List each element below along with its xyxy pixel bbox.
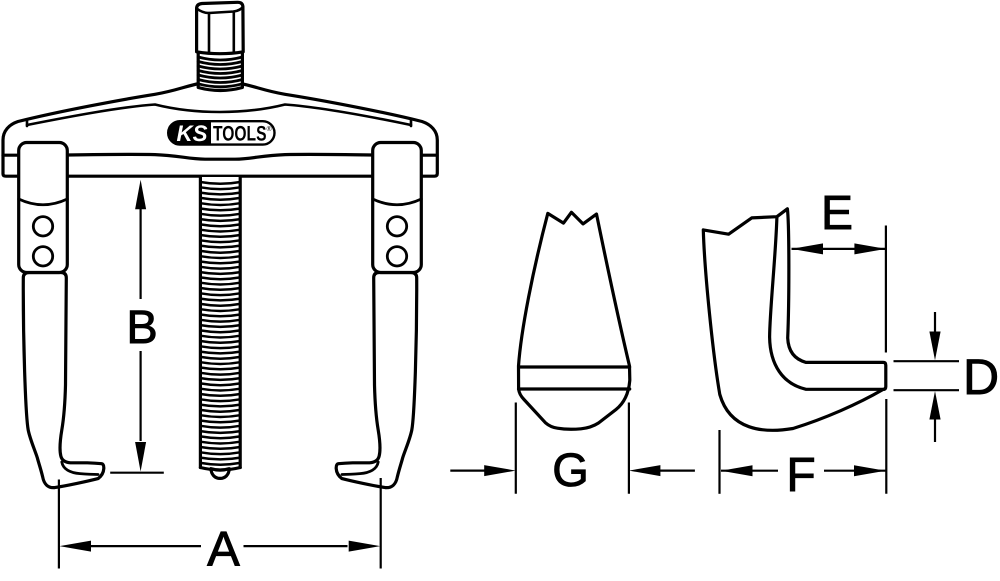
svg-text:G: G	[552, 443, 589, 496]
svg-text:®: ®	[267, 126, 273, 133]
svg-text:E: E	[821, 187, 853, 240]
svg-text:F: F	[786, 449, 815, 502]
svg-text:D: D	[963, 349, 999, 405]
svg-text:A: A	[207, 523, 240, 577]
svg-text:KS: KS	[177, 121, 208, 146]
svg-text:TOOLS: TOOLS	[213, 123, 267, 146]
svg-text:B: B	[126, 300, 157, 353]
